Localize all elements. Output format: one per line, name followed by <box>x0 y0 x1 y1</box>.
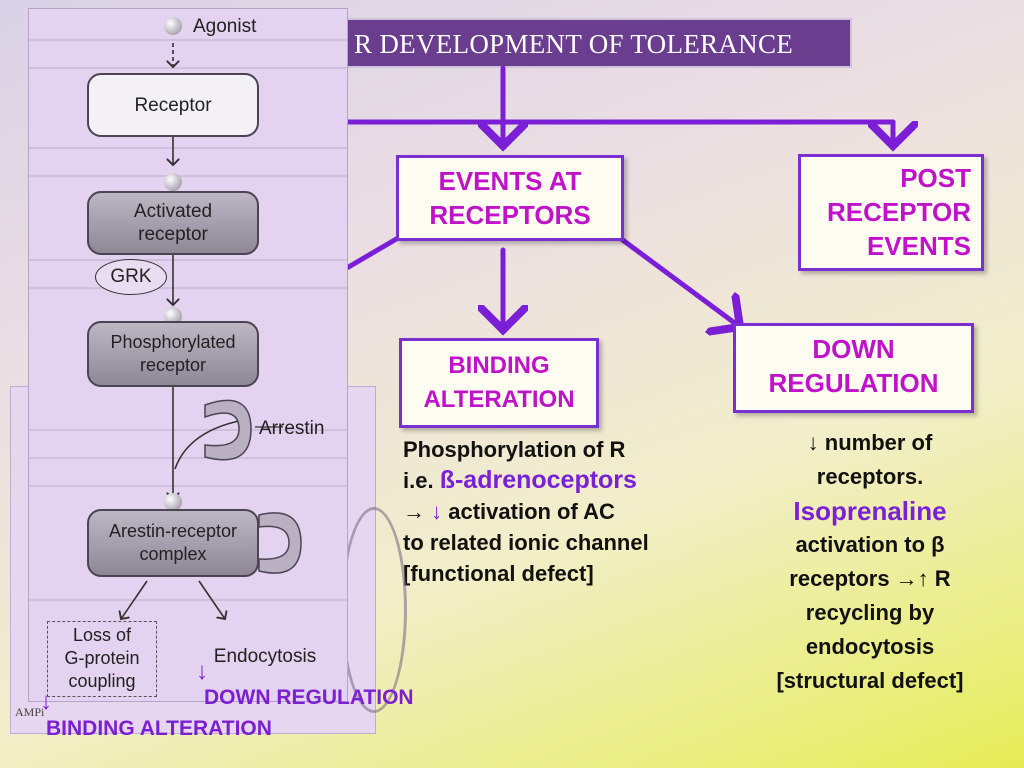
slide-title: R DEVELOPMENT OF TOLERANCE <box>354 29 794 59</box>
binding-alteration-caption: BINDING ALTERATION <box>46 717 272 740</box>
agonist-sphere-icon <box>164 173 182 191</box>
ami-label: AMPi <box>15 705 45 719</box>
cell-outline-shape <box>341 507 407 713</box>
binding-desc-line-2: i.e. ß-adrenoceptors <box>403 465 713 496</box>
down-regulation-caption: DOWN REGULATION <box>204 686 414 709</box>
binding-line-1: BINDING <box>448 352 550 379</box>
complex-label-1: Arestin-receptor <box>108 521 238 541</box>
down-regulation-description: ↓ number of receptors. Isoprenaline acti… <box>740 426 1000 698</box>
down-line-2: REGULATION <box>768 368 939 398</box>
down-desc-line-2: receptors. <box>816 464 924 489</box>
phosphorylated-label-1: Phosphorylated <box>110 332 236 352</box>
agonist-label: Agonist <box>193 16 257 37</box>
down-line-1: DOWN <box>812 334 895 364</box>
receptor-label: Receptor <box>134 94 212 116</box>
receptor-node: Receptor <box>87 73 259 137</box>
events-at-receptors-box: EVENTS AT RECEPTORS <box>396 155 624 241</box>
binding-desc-activation: activation of AC <box>448 499 615 524</box>
binding-alteration-arrow-icon: ↓ <box>40 688 52 715</box>
down-desc-line-4: activation to β <box>795 532 945 557</box>
activated-receptor-node: Activated receptor <box>87 191 259 255</box>
post-line-2: RECEPTOR <box>827 197 971 227</box>
binding-desc-line-4: to related ionic channel <box>403 530 649 555</box>
binding-desc-prefix: i.e. <box>403 468 440 493</box>
down-desc-line-7: endocytosis <box>805 634 935 659</box>
post-receptor-events-box: POST RECEPTOR EVENTS <box>798 154 984 271</box>
agonist-sphere-icon <box>164 307 182 325</box>
isoprenaline-highlight: Isoprenaline <box>793 496 947 526</box>
agonist-sphere-icon <box>164 17 182 35</box>
arrestin-shape-2 <box>258 512 302 574</box>
down-desc-line-1: ↓ number of <box>807 430 933 455</box>
right-arrow-icon: → <box>403 499 425 524</box>
loss-label-2: G-protein <box>64 648 140 668</box>
down-arrow-icon: ↓ <box>431 499 443 524</box>
binding-alteration-box: BINDING ALTERATION <box>399 338 599 428</box>
down-regulation-arrow-icon: ↓ <box>196 658 208 685</box>
endocytosis-label: Endocytosis <box>213 646 317 667</box>
arrestin-label: Arrestin <box>259 418 325 439</box>
binding-desc-line-5: [functional defect] <box>403 561 594 586</box>
loss-label-1: Loss of <box>72 625 132 645</box>
post-line-3: EVENTS <box>866 231 971 261</box>
loss-label-3: coupling <box>68 671 136 691</box>
title-bar: R DEVELOPMENT OF TOLERANCE <box>300 18 852 68</box>
activated-label-1: Activated <box>133 201 213 222</box>
complex-label-2: complex <box>139 544 207 564</box>
binding-desc-line-1: Phosphorylation of R <box>403 437 626 462</box>
binding-line-2: ALTERATION <box>423 386 575 413</box>
post-line-1: POST <box>900 163 971 193</box>
down-desc-line-6: recycling by <box>805 600 935 625</box>
arrestin-shape-1 <box>204 399 252 461</box>
beta-adrenoceptors-highlight: ß-adrenoceptors <box>439 466 637 494</box>
grk-node: GRK <box>95 259 167 295</box>
down-desc-line-5: receptors →↑ R <box>789 566 951 591</box>
loss-coupling-node: Loss of G-protein coupling <box>47 621 157 697</box>
arrestin-receptor-complex-node: Arestin-receptor complex <box>87 509 259 577</box>
grk-label: GRK <box>110 266 152 287</box>
activated-label-2: receptor <box>138 224 208 245</box>
down-desc-line-8: [structural defect] <box>776 668 964 693</box>
events-line-1: EVENTS AT <box>438 166 582 196</box>
agonist-sphere-icon <box>164 493 182 511</box>
binding-description: Phosphorylation of R i.e. ß-adrenoceptor… <box>403 434 713 589</box>
receptor-pathway-figure: Agonist Receptor Activated receptor GRK … <box>28 8 348 702</box>
pathway-arrows <box>29 43 302 702</box>
phosphorylated-receptor-node: Phosphorylated receptor <box>87 321 259 387</box>
phosphorylated-label-2: receptor <box>139 355 207 375</box>
binding-desc-line-3: → ↓ activation of AC <box>403 496 713 527</box>
events-line-2: RECEPTORS <box>429 200 591 230</box>
down-regulation-box: DOWN REGULATION <box>733 323 974 413</box>
